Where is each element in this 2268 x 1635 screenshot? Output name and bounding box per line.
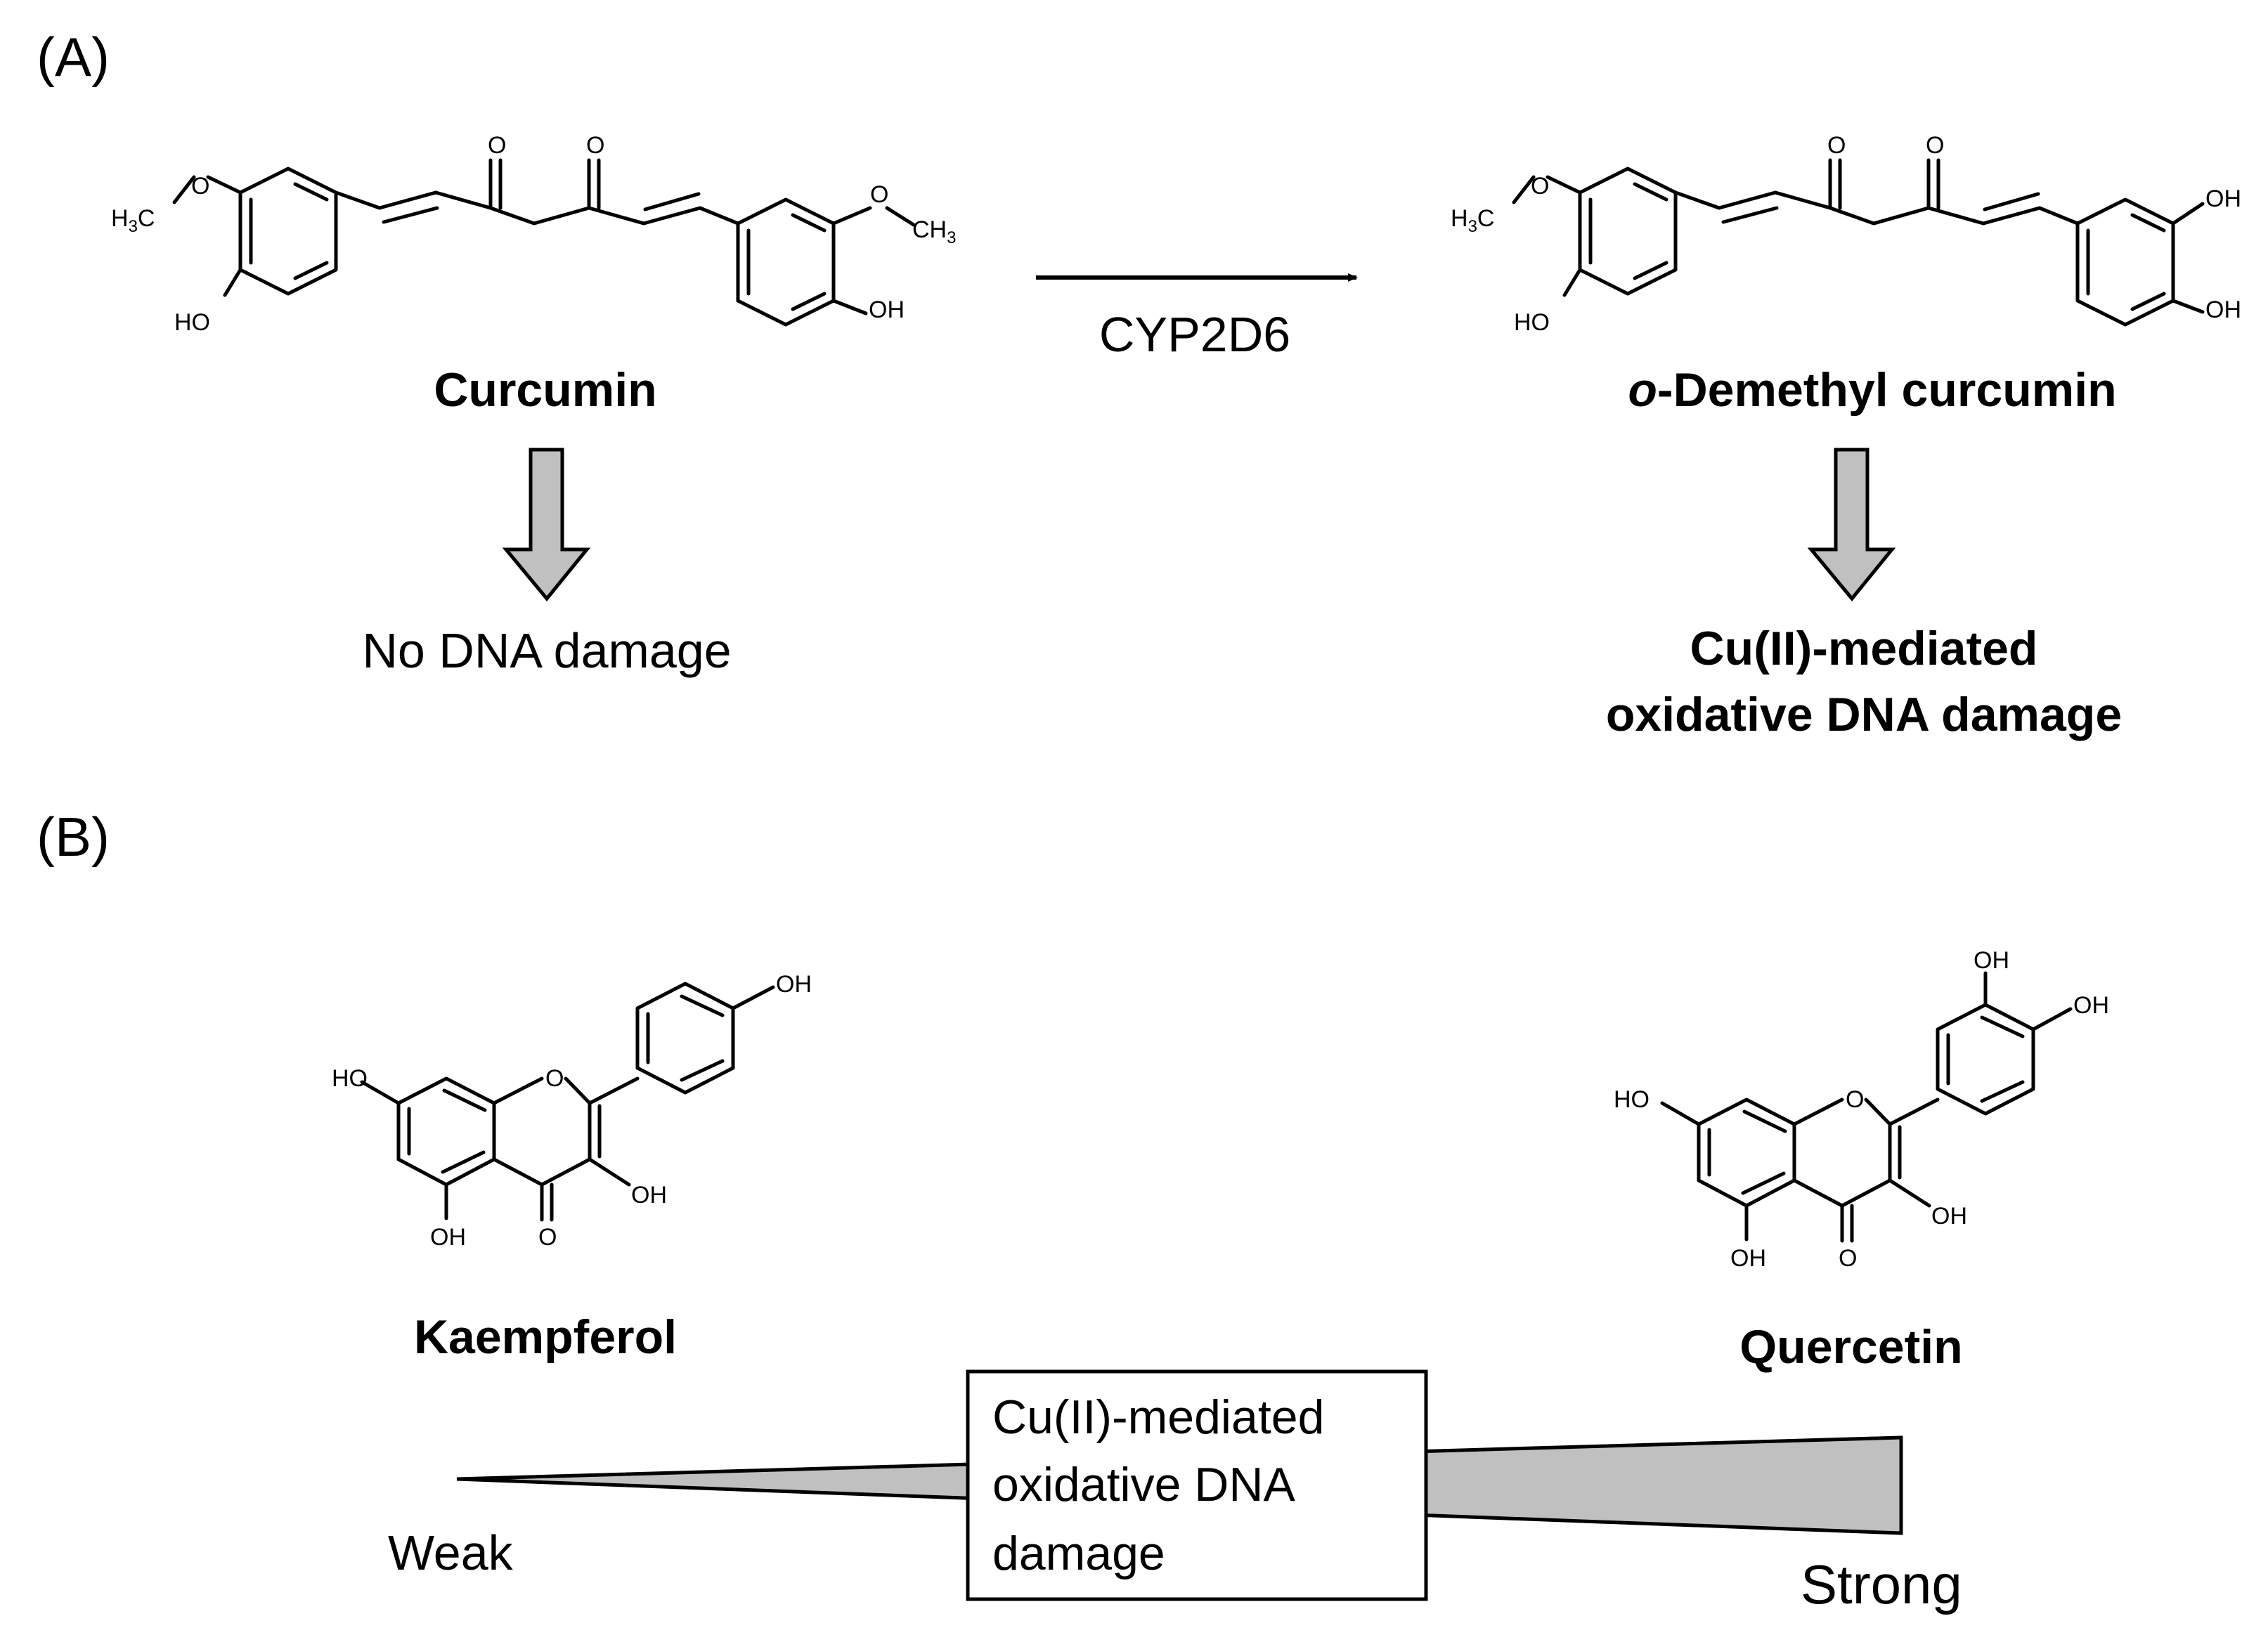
scale-weak-label: Weak [388,1525,514,1580]
kaempferol-structure: HO O OH OH OH O [332,971,812,1251]
curcumin-structure: O O O H3C HO O CH3 OH [111,132,956,336]
demethyl-carbonyl-o-left: O [1827,132,1846,159]
demethyl-outcome-arrow [1807,448,1896,601]
curcumin-methyl-right: CH3 [912,216,956,247]
demethyl-outcome-line1: Cu(II)-mediated [1690,622,2038,675]
demethyl-carbonyl-o-right: O [1926,132,1944,159]
curcumin-hydroxyl-right: OH [869,297,905,323]
quercetin-ho7: HO [1614,1086,1650,1113]
enzyme-label: CYP2D6 [1099,307,1290,362]
demethyl-curcumin-structure: O O O H3C HO OH OH [1451,132,2241,336]
quercetin-structure: HO O OH OH OH OH O [1614,947,2109,1272]
curcumin-outcome: No DNA damage [362,623,731,678]
kaempferol-ring-o: O [545,1065,564,1092]
scale-strong-label: Strong [1801,1553,1962,1615]
kaempferol-oh3: OH [631,1182,667,1209]
curcumin-name: Curcumin [434,363,656,417]
curcumin-hydroxyl-left: HO [174,309,210,336]
quercetin-o4: O [1839,1245,1857,1272]
kaempferol-name: Kaempferol [414,1310,677,1364]
panel-label-a: (A) [37,26,110,88]
kaempferol-oh5: OH [430,1224,466,1251]
curcumin-methoxy-o-left: O [191,173,209,200]
demethyl-methoxy-o: O [1531,173,1549,200]
quercetin-ring-o: O [1846,1086,1864,1113]
damage-box-line3: damage [992,1527,1165,1580]
quercetin-name: Quercetin [1739,1320,1962,1374]
damage-box-line2: oxidative DNA [992,1458,1295,1511]
quercetin-oh4p: OH [2073,992,2109,1019]
panel-label-b: (B) [37,806,110,868]
demethyl-methyl: H3C [1451,205,1494,236]
damage-label-box [966,1369,1428,1601]
demethyl-curcumin-name: o-Demethyl curcumin [1628,363,2116,417]
kaempferol-ho7: HO [332,1065,368,1092]
curcumin-carbonyl-o-left: O [488,132,506,159]
demethyl-hydroxyl-left: HO [1514,309,1550,336]
curcumin-methoxy-o-right: O [870,181,888,208]
demethyl-hydroxyl-bottom: OH [2205,297,2241,323]
demethyl-outcome-line2: oxidative DNA damage [1606,688,2122,741]
damage-box-line1: Cu(II)-mediated [992,1390,1324,1444]
quercetin-oh3p: OH [1974,947,2009,974]
curcumin-outcome-arrow [502,448,591,601]
kaempferol-oh4p: OH [776,971,812,998]
curcumin-carbonyl-o-right: O [586,132,604,159]
curcumin-methyl-left: H3C [111,205,155,236]
kaempferol-o4: O [538,1224,557,1251]
quercetin-oh5: OH [1730,1245,1766,1272]
demethyl-hydroxyl-top: OH [2205,185,2241,212]
quercetin-oh3: OH [1931,1203,1967,1230]
